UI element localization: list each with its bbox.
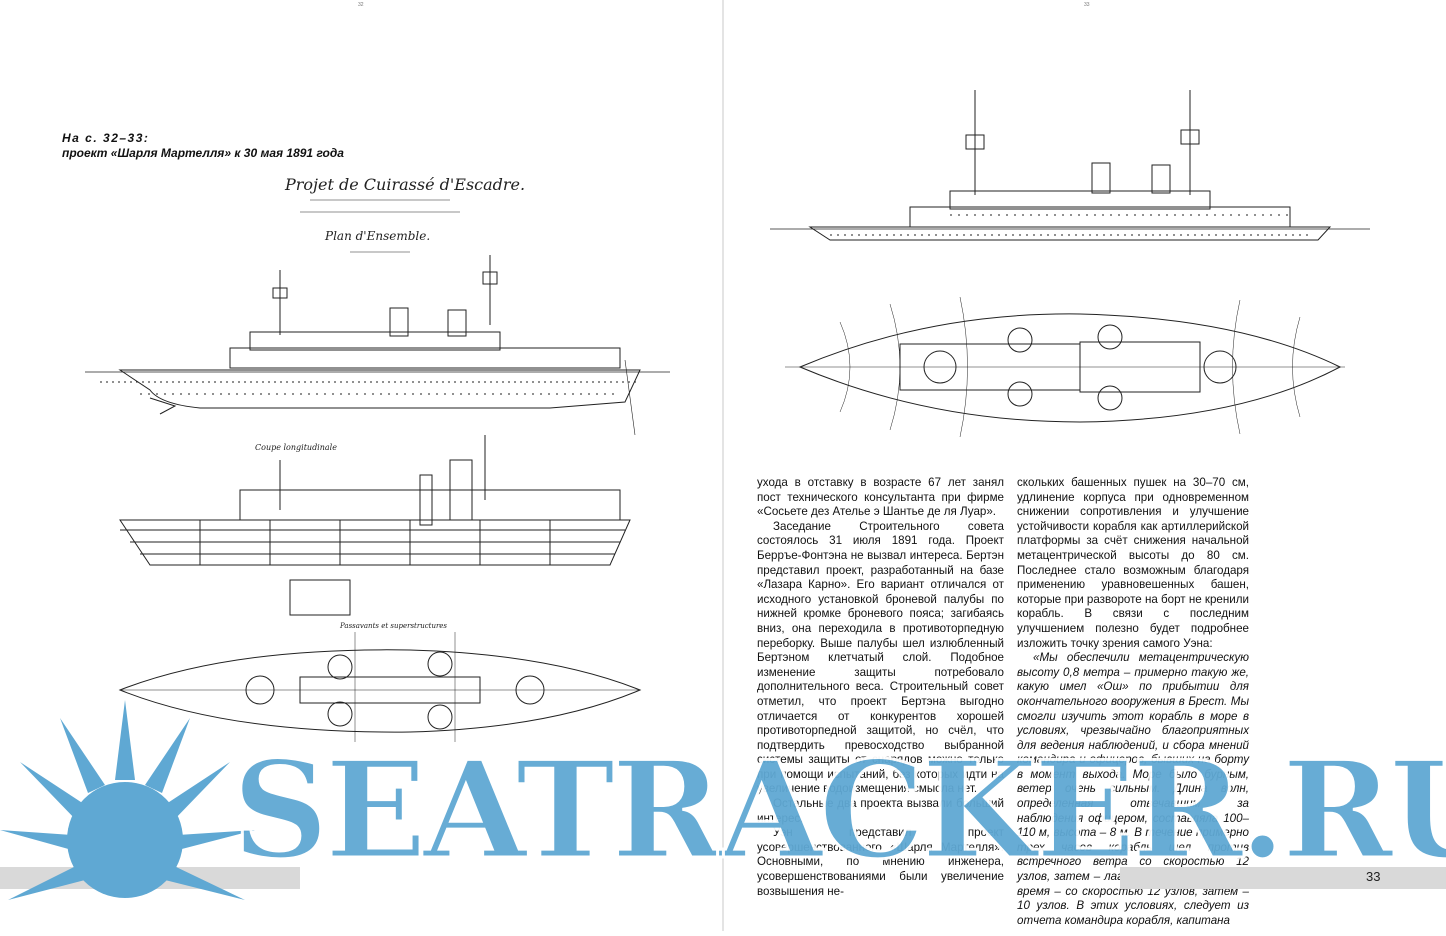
footer-bar-right bbox=[1120, 867, 1446, 889]
quote-paragraph: «Мы обеспечили метацентрическую высоту 0… bbox=[1017, 651, 1249, 927]
paragraph: скольких башенных пушек на 30–70 см, удл… bbox=[1017, 476, 1249, 650]
page-number-right: 33 bbox=[1366, 869, 1381, 884]
folio-left: 32 bbox=[358, 2, 364, 8]
paragraph: Остальные два проекта вызвали больший ин… bbox=[757, 797, 1004, 825]
drawing-subtitle: Plan d'Ensemble. bbox=[324, 229, 430, 243]
section-label: Coupe longitudinale bbox=[255, 443, 337, 452]
ship-profile-drawing-right bbox=[770, 85, 1370, 255]
ship-section-drawing: Coupe longitudinale Passavants et supers… bbox=[110, 430, 650, 630]
ship-profile-drawing-left: Projet de Cuirassé d'Escadre. Plan d'Ens… bbox=[80, 160, 680, 440]
folio-right: 33 bbox=[1084, 2, 1090, 8]
paragraph: Заседание Строительного совета состоялос… bbox=[757, 519, 1004, 796]
ship-plan-drawing-left bbox=[110, 632, 650, 742]
caption-line-2: проект «Шарля Мартелля» к 30 мая 1891 го… bbox=[62, 146, 344, 160]
plan-label: Passavants et superstructures bbox=[339, 622, 447, 630]
caption-line-1: На с. 32–33: bbox=[62, 131, 150, 145]
figure-caption: На с. 32–33: проект «Шарля Мартелля» к 3… bbox=[62, 131, 344, 161]
paragraph: ухода в отставку в возрасте 67 лет занял… bbox=[757, 476, 1004, 519]
page-number-left: 32 bbox=[64, 869, 79, 884]
page-gutter bbox=[722, 0, 724, 931]
drawing-title: Projet de Cuirassé d'Escadre. bbox=[284, 175, 525, 194]
ship-plan-drawing-right bbox=[780, 292, 1350, 442]
paragraph: Уэн представил проект усовершенствованно… bbox=[757, 826, 1004, 898]
watermark-text: SEATRACKER.RU bbox=[230, 731, 1446, 889]
text-column-1: ухода в отставку в возрасте 67 лет занял… bbox=[757, 476, 1004, 899]
right-page bbox=[723, 0, 1446, 931]
text-column-2: скольких башенных пушек на 30–70 см, удл… bbox=[1017, 476, 1249, 928]
